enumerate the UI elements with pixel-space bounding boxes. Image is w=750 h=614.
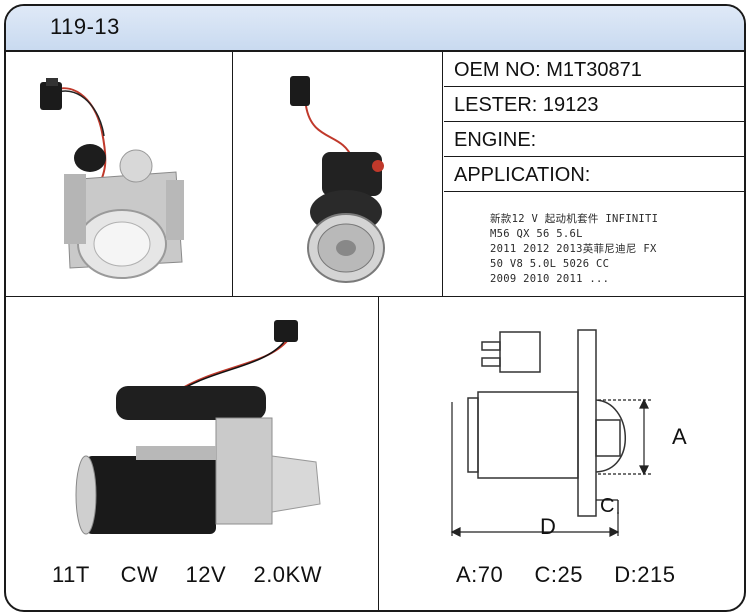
- application-label: APPLICATION:: [454, 164, 591, 186]
- power-rating: 2.0KW: [253, 562, 322, 587]
- lester-label: LESTER: 19123: [454, 94, 599, 116]
- watermark: 豆包AI生成: [666, 590, 736, 606]
- dim-label-c: C: [600, 495, 614, 517]
- rotation: CW: [120, 562, 159, 587]
- dimension-values: A:70 C:25 D:215: [456, 562, 675, 588]
- product-sheet: 119-13 OEM NO: M1T30871 LESTER: 19123 EN…: [4, 4, 746, 612]
- divider-v-bottom: [378, 296, 379, 610]
- motor-body: [477, 391, 579, 479]
- solenoid-body: [499, 331, 541, 373]
- dim-d-value: D:215: [614, 562, 676, 587]
- divider-v-2: [442, 50, 443, 296]
- divider-h-mid: [6, 296, 744, 297]
- oem-number: OEM NO: M1T30871: [454, 59, 642, 81]
- divider-v-1: [232, 50, 233, 296]
- header-bar: 119-13: [6, 6, 744, 52]
- dim-label-d: D: [540, 514, 556, 539]
- starter-photo-side: [75, 320, 321, 535]
- oem-row: OEM NO: M1T30871: [444, 52, 744, 87]
- application-text: 新款12 V 起动机套件 INFINITI M56 QX 56 5.6L 201…: [490, 213, 659, 285]
- lester-number: 19123: [542, 94, 599, 116]
- dim-label-a: A: [672, 424, 687, 449]
- application-row: APPLICATION:: [444, 157, 744, 192]
- dim-c-value: C:25: [534, 562, 583, 587]
- dimension-diagram: A C D: [450, 329, 687, 539]
- engine-label: ENGINE:: [454, 129, 537, 151]
- starter-photo-front: [40, 78, 184, 279]
- dim-a-value: A:70: [456, 562, 504, 587]
- mounting-flange: [577, 329, 597, 517]
- starter-photo-rear: [290, 76, 385, 283]
- lester-row: LESTER: 19123: [444, 87, 744, 122]
- engine-row: ENGINE:: [444, 122, 744, 157]
- part-code: 119-13: [50, 14, 120, 39]
- starter-specs: 11T CW 12V 2.0KW: [52, 562, 322, 588]
- teeth-count: 11T: [52, 562, 90, 587]
- voltage: 12V: [185, 562, 227, 587]
